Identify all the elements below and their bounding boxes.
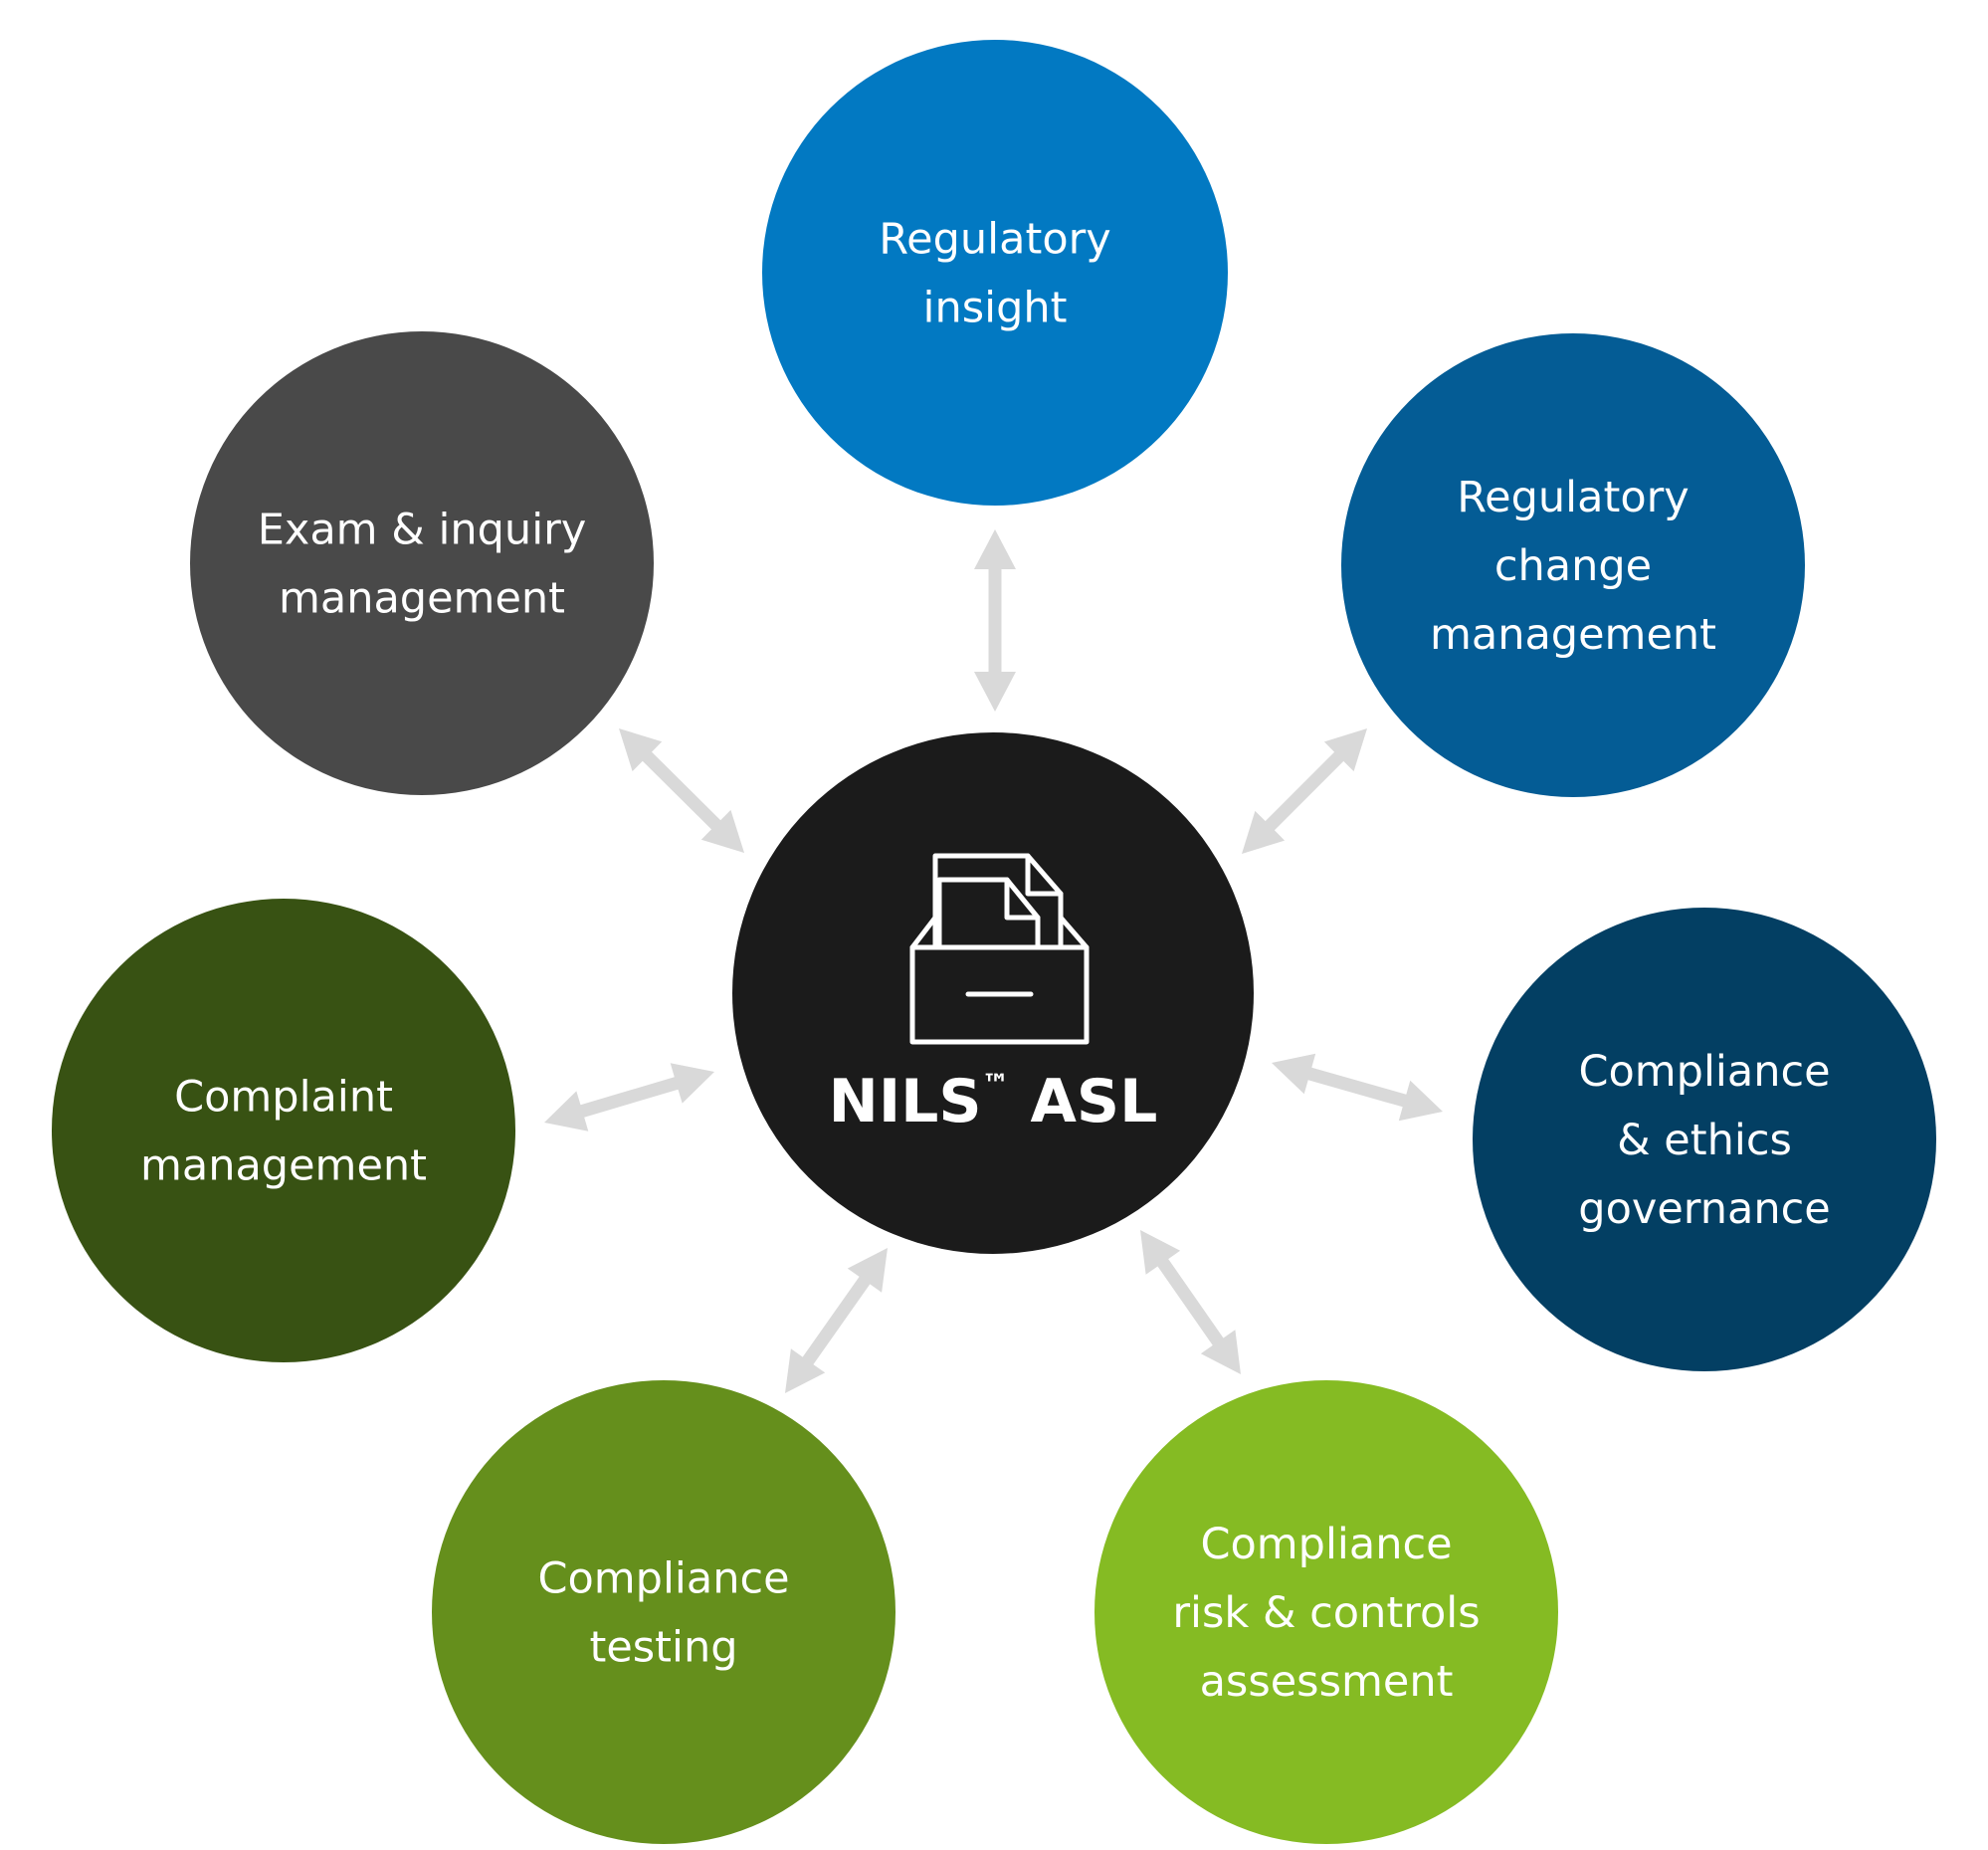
hub-title-suffix: ASL [1010,1067,1158,1136]
node-label-line: Compliance [1200,1520,1452,1569]
node-circle [1094,1380,1558,1844]
node-label-line: & ethics [1617,1116,1792,1165]
bidirectional-arrow-icon [785,1248,888,1393]
bidirectional-arrow-icon [544,1063,714,1131]
node-label: Exam & inquiry management [258,506,587,624]
node-label: Regulatory change management [1430,473,1716,660]
node-circle [1341,333,1805,797]
node-exam-inquiry-management: Exam & inquiry management [190,331,654,795]
bidirectional-arrow-icon [1242,728,1367,854]
node-circle [190,331,654,795]
node-label-line: Complaint [174,1073,393,1123]
node-label-line: Compliance [1578,1047,1830,1097]
node-complaint-management: Complaint management [52,899,515,1362]
node-label-line: assessment [1200,1657,1454,1707]
hub-node: NILS™ ASL [732,732,1254,1254]
node-label: Complaint management [140,1073,427,1191]
bidirectional-arrow-icon [1272,1053,1443,1122]
node-compliance-ethics-governance: Compliance & ethics governance [1473,908,1936,1371]
node-label-line: risk & controls [1172,1588,1480,1638]
node-label-line: insight [923,284,1068,333]
node-label: Compliance testing [537,1554,789,1673]
node-label-line: Compliance [537,1554,789,1604]
bidirectional-arrow-icon [619,728,744,853]
node-label: Compliance risk & controls assessment [1172,1520,1480,1707]
node-label: Regulatory insight [879,215,1111,333]
node-label-line: testing [589,1623,737,1673]
bidirectional-arrow-icon [974,529,1016,712]
node-label-line: management [140,1141,427,1191]
node-regulatory-change-management: Regulatory change management [1341,333,1805,797]
node-regulatory-insight: Regulatory insight [762,40,1228,506]
node-label: Compliance & ethics governance [1578,1047,1830,1234]
node-label-line: Regulatory [1457,473,1690,522]
hub-title: NILS™ ASL [829,1067,1158,1136]
file-box-icon [909,853,1090,1045]
node-circle [762,40,1228,506]
node-compliance-testing: Compliance testing [432,1380,895,1844]
node-label-line: Exam & inquiry [258,506,587,555]
node-circle [1473,908,1936,1371]
node-label-line: governance [1578,1184,1830,1234]
node-label-line: change [1494,541,1652,591]
hub-title-name: NILS [829,1067,982,1136]
node-label-line: Regulatory [879,215,1111,265]
node-circle [432,1380,895,1844]
node-label-line: management [279,574,565,624]
node-circle [52,899,515,1362]
connector-arrows [544,529,1443,1393]
node-compliance-risk-controls-assessment: Compliance risk & controls assessment [1094,1380,1558,1844]
bidirectional-arrow-icon [1140,1230,1241,1374]
trademark-symbol: ™ [982,1068,1010,1101]
node-label-line: management [1430,610,1716,660]
